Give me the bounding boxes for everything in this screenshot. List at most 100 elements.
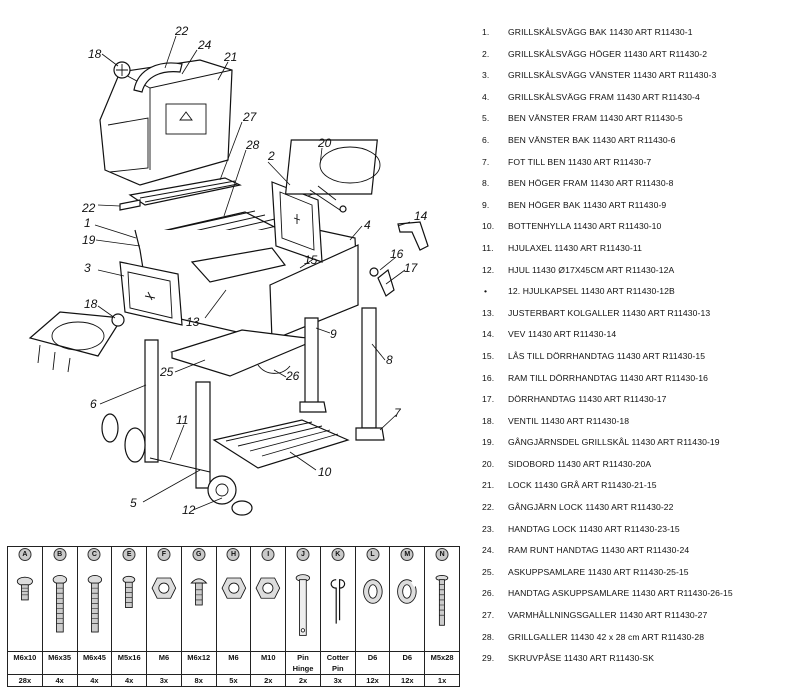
hardware-size: M6x45 [76,651,113,675]
carriage-bolt-icon [190,578,208,606]
hardware-letter: F [157,548,171,561]
hardware-qty: 4x [41,674,78,687]
part-description: GRILLGALLER 11430 42 x 28 cm ART R11430-… [508,631,705,642]
exploded-view-diagram: 22 24 21 18 27 28 2 20 22 1 19 3 4 14 16… [28,24,429,517]
wheels [101,413,253,516]
hardware-qty: 3x [146,674,182,687]
callout-4: 4 [364,218,371,232]
callout-14: 14 [414,209,428,223]
parts-list-item: 13.JUSTERBART KOLGALLER 11430 ART R11430… [482,303,798,325]
parts-list-item: 9.BEN HÖGER BAK 11430 ART R11430-9 [482,195,798,217]
hardware-size: D6 [354,651,391,675]
hardware-cell: N [424,546,460,652]
part-description: ASKUPPSAMLARE 11430 ART R11430-25-15 [508,566,689,577]
callout-27: 27 [242,110,258,124]
leader-lines [94,35,411,511]
hardware-cell: K [319,546,356,652]
parts-list-item: 5.BEN VÄNSTER FRAM 11430 ART R11430-5 [482,108,798,130]
parts-list-item: 20.SIDOBORD 11430 ART R11430-20A [482,454,798,476]
parts-list-item: • 12. HJULKAPSEL 11430 ART R11430-12B [482,281,798,303]
lid-hinge [119,199,141,211]
hardware-qty: 12x [354,674,391,687]
part-number: 13. [482,307,495,318]
callout-17: 17 [404,261,419,275]
parts-list-item: 8. BEN HÖGER FRAM 11430 ART R11430-8 [482,173,798,195]
part-description: BEN VÄNSTER BAK 11430 ART R11430-6 [508,134,676,145]
callout-24: 24 [197,38,212,52]
crank [397,221,429,251]
parts-list-item: 15.LÅS TILL DÖRRHANDTAG 11430 ART R11430… [482,346,798,368]
part-description: VARMHÅLLNINGSGALLER 11430 ART R11430-27 [508,610,708,621]
part-description: SKRUVPÅSE 11430 ART R11430-SK [508,653,655,664]
part-number: • [484,286,488,297]
part-description: GÅNGJÄRN LOCK 11430 ART R11430-22 [508,502,674,513]
hardware-cell: H [215,546,252,652]
washer-icon [362,579,383,604]
door-handle [377,268,395,297]
callout-28: 28 [245,138,260,152]
part-number: 8. [482,178,490,189]
hardware-cell: F [146,546,182,652]
part-description: BEN HÖGER FRAM 11430 ART R11430-8 [508,178,674,189]
hardware-cell: A [7,546,43,652]
callout-20: 20 [317,136,332,150]
part-description: GÅNGJÄRNSDEL GRILLSKÅL 11430 ART R11430-… [508,437,720,448]
part-description: 12. HJULKAPSEL 11430 ART R11430-12B [508,286,675,297]
callout-8: 8 [386,353,393,367]
long-bolt-icon [52,575,67,633]
hardware-cell: E [111,546,148,652]
hardware-qty: 8x [180,674,217,687]
parts-list-item: 27.VARMHÅLLNINGSGALLER 11430 ART R11430-… [482,605,798,627]
callout-19: 19 [82,233,96,247]
hardware-qty: 4x [111,674,148,687]
callout-1: 1 [84,216,91,230]
part-description: GRILLSKÅLSVÄGG FRAM 11430 ART R11430-4 [508,91,700,102]
part-description: GRILLSKÅLSVÄGG BAK 11430 ART R11430-1 [508,27,693,37]
part-description: HANDTAG LOCK 11430 ART R11430-23-15 [508,523,680,534]
bottom-shelf [212,419,350,469]
hardware-size: M5x28 [424,651,460,675]
cotter-pin-icon [330,579,346,624]
hardware-qty: 5x [215,674,252,687]
parts-list-item: 7.FOT TILL BEN 11430 ART R11430-7 [482,152,798,174]
callout-15: 15 [304,253,318,267]
part-number: 9. [482,199,490,210]
long-bolt-icon [87,575,102,633]
part-number: 12. [482,264,495,275]
charcoal-grate [190,247,287,283]
hardware-cell: C [76,546,113,652]
part-description: HJULAXEL 11430 ART R11430-11 [508,242,643,253]
part-description: BEN VÄNSTER FRAM 11430 ART R11430-5 [508,113,683,124]
side-table-right [284,139,381,213]
part-description: LÅS TILL DÖRRHANDTAG 11430 ART R11430-15 [508,350,706,361]
lock-washer-icon [397,579,418,604]
hinge-pin-icon [295,574,311,636]
hardware-letter: J [296,548,310,561]
part-description: LOCK 11430 GRÅ ART R11430-21-15 [508,480,657,491]
part-number: 21. [482,480,495,491]
parts-list-item: 12.HJUL 11430 Ø17X45CM ART R11430-12A [482,260,798,282]
parts-list-item: 24.RAM RUNT HANDTAG 11430 ART R11430-24 [482,540,798,562]
parts-list-item: 10.BOTTENHYLLA 11430 ART R11430-10 [482,216,798,238]
part-number: 22. [482,502,495,513]
part-number: 28. [482,631,495,642]
callout-18-left: 18 [84,297,98,311]
hardware-size: D6 [389,651,426,675]
handle-frame [369,267,379,277]
axle [149,457,211,473]
callout-12: 12 [182,503,196,517]
hardware-qty: 28x [7,674,43,687]
hardware-size: M10 [250,651,287,675]
callout-25: 25 [159,365,174,379]
part-number: 18. [482,415,495,426]
parts-list-item: 14.VEV 11430 ART R11430-14 [482,324,798,346]
callout-6: 6 [90,397,97,411]
part-description: HANDTAG ASKUPPSAMLARE 11430 ART R11430-2… [508,588,733,599]
parts-list-item: 18.VENTIL 11430 ART R11430-18 [482,411,798,433]
hardware-size: M6x10 [7,651,43,675]
part-description: RAM RUNT HANDTAG 11430 ART R11430-24 [508,545,690,556]
hardware-size: Cotter Pin [319,651,356,675]
part-number: 11. [482,242,494,253]
part-number: 10. [482,221,495,232]
